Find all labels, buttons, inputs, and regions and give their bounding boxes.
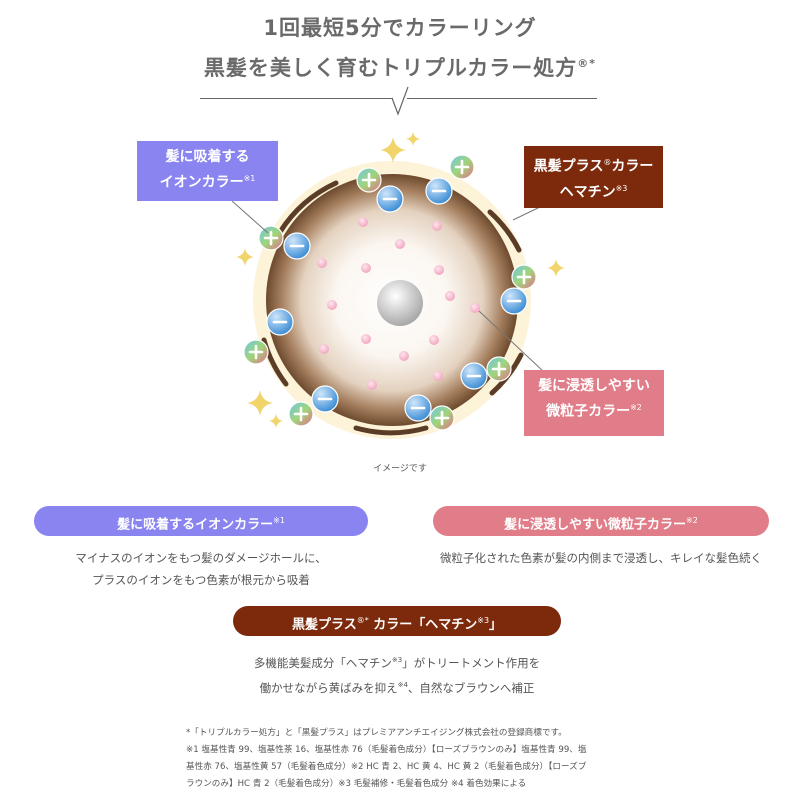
- minus-ion-icon: [265, 307, 295, 337]
- callout-leader-lines: [231, 200, 545, 373]
- hematin-color-heading: 黒髪プラス®* カラー「ヘマチン※3」: [233, 606, 561, 636]
- headline-line-1: 1回最短5分でカラーリング: [263, 16, 537, 40]
- minus-ion-icon: [375, 184, 405, 214]
- fine-particle: [395, 239, 405, 249]
- minus-ion-icon: [424, 176, 454, 206]
- fine-particle: [434, 265, 444, 275]
- ion-color-heading: 髪に吸着するイオンカラー※1: [34, 506, 368, 536]
- ion-color-description: マイナスのイオンをもつ髪のダメージホールに、 プラスのイオンをもつ色素が根元から…: [75, 551, 327, 587]
- plus-ion-icon: [485, 355, 513, 383]
- hematin-color-description: 多機能美髪成分「ヘマチン※3」がトリートメント作用を 働かせながら黄ばみを抑え※…: [253, 655, 541, 695]
- fine-particle: [317, 258, 327, 268]
- footnote-trademark: *「トリプルカラー処方」と「黒髪プラス」はプレミアアンチエイジング株式会社の登録…: [186, 728, 567, 738]
- fine-particle: [358, 217, 368, 227]
- hematin-color-callout: 黒髪プラス®カラー ヘマチン※3: [524, 146, 663, 208]
- fine-particle: [361, 334, 371, 344]
- fine-particle-callout: 髪に浸透しやすい 微粒子カラー※2: [524, 370, 664, 436]
- footnote-ingredients: ラウンのみ】HC 青 2（毛髪着色成分）※3 毛髪補修・毛髪着色成分 ※4 着色…: [186, 779, 527, 789]
- footnote-ingredients: ※1 塩基性青 99、塩基性茶 16、塩基性赤 76（毛髪着色成分）【ローズブラ…: [186, 745, 587, 755]
- cuticle-segments: [261, 180, 524, 436]
- fine-color-heading: 髪に浸透しやすい微粒子カラー※2: [433, 506, 769, 536]
- footnotes: *「トリプルカラー処方」と「黒髪プラス」はプレミアアンチエイジング株式会社の登録…: [186, 725, 616, 793]
- fine-particle: [470, 303, 480, 313]
- sparkle-icon: [269, 414, 283, 428]
- divider-right: [407, 98, 597, 99]
- fine-particle: [361, 263, 371, 273]
- plus-ion-icon: [428, 404, 456, 432]
- sparkle-icon: [547, 259, 565, 277]
- minus-ion-icon: [459, 361, 489, 391]
- fine-color-particles: [317, 217, 480, 390]
- headline-line-2: 黒髪を美しく育むトリプルカラー処方®*: [203, 56, 597, 80]
- plus-ion-icon: [242, 338, 270, 366]
- minus-ion-icon: [310, 384, 340, 414]
- fine-particle: [433, 371, 443, 381]
- minus-ion-icon: [499, 286, 529, 316]
- fine-color-description: 微粒子化された色素が髪の内側まで浸透し、キレイな髪色続く: [440, 551, 762, 565]
- fine-particle: [399, 351, 409, 361]
- plus-ion-icon: [287, 400, 315, 428]
- plus-ion-icon: [257, 224, 285, 252]
- minus-ion-icon: [403, 393, 433, 423]
- sparkle-icon: [406, 132, 420, 146]
- fine-particle: [367, 380, 377, 390]
- fine-particle: [429, 335, 439, 345]
- minus-ion-icon: [282, 231, 312, 261]
- hair-cross-section-diagram: [231, 132, 565, 439]
- sparkle-icon: [236, 248, 254, 266]
- divider-left: [200, 98, 393, 99]
- sparkle-icon: [246, 390, 273, 417]
- plus-ion-icon: [448, 153, 476, 181]
- ion-color-callout: 髪に吸着する イオンカラー※1: [137, 141, 278, 201]
- image-caption: イメージです: [373, 464, 427, 474]
- plus-ion-icon: [355, 166, 383, 194]
- fine-particle: [319, 344, 329, 354]
- checkmark-icon: [391, 86, 409, 116]
- fine-particle: [432, 221, 442, 231]
- sparkle-icon: [380, 137, 406, 163]
- footnote-ingredients: 基性赤 76、塩基性黄 57（毛髪着色成分）※2 HC 青 2、HC 黄 4、H…: [186, 762, 587, 772]
- hair-medulla: [377, 280, 423, 326]
- plus-ion-icon: [510, 263, 538, 291]
- fine-particle: [327, 300, 337, 310]
- fine-particle: [445, 291, 455, 301]
